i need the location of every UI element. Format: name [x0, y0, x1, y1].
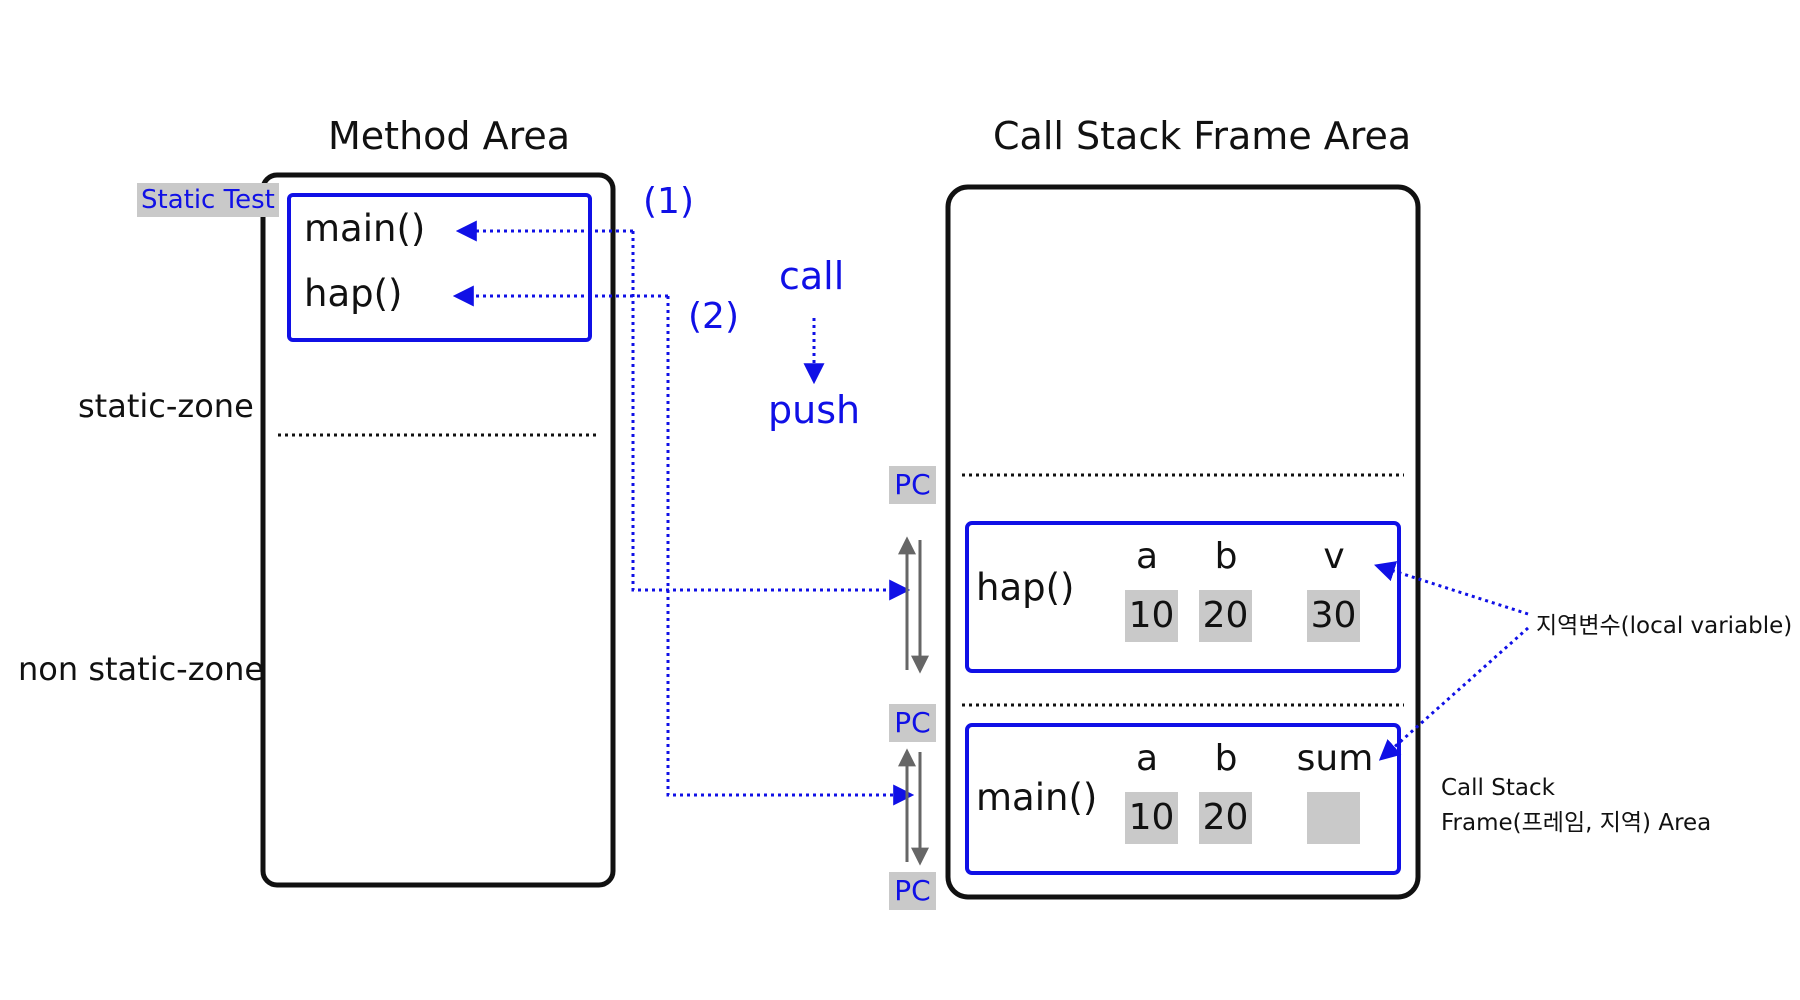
main-var-b-name: b — [1214, 738, 1238, 779]
method-area-box — [260, 172, 616, 888]
local-variable-note: 지역변수(local variable) — [1536, 613, 1793, 639]
hap-frame-box — [965, 521, 1401, 673]
pc-tag-bottom: PC — [889, 872, 936, 910]
hap-var-b-name: b — [1214, 536, 1238, 577]
local-var-arrow-hap — [1373, 561, 1529, 616]
hap-var-v-name: v — [1323, 536, 1345, 577]
non-static-zone-label: non static-zone — [18, 650, 265, 688]
main-var-sum-name: sum — [1296, 738, 1374, 779]
call-stack-box — [945, 184, 1421, 900]
hap-var-v-value: 30 — [1307, 590, 1360, 642]
main-var-a-name: a — [1135, 738, 1159, 779]
area-note-line2: Frame(프레임, 지역) Area — [1441, 810, 1712, 836]
hap-var-a-value: 10 — [1125, 590, 1178, 642]
hap-frame-method: hap() — [976, 566, 1075, 609]
local-var-arrow-main — [1378, 626, 1529, 761]
call-label: call — [779, 254, 845, 298]
pc-tag-middle: PC — [889, 704, 936, 742]
call-step-2: (2) — [688, 296, 739, 337]
hap-var-a-name: a — [1135, 536, 1159, 577]
main-frame-box — [965, 723, 1401, 875]
call-path-1 — [631, 231, 911, 601]
method-hap: hap() — [304, 272, 403, 315]
main-frame-method: main() — [976, 776, 1098, 819]
area-note-line1: Call Stack — [1441, 775, 1555, 801]
call-stack-title: Call Stack Frame Area — [993, 114, 1412, 158]
method-area-title: Method Area — [328, 114, 571, 158]
main-var-sum-value — [1307, 792, 1360, 844]
class-tag: Static Test — [137, 183, 279, 217]
class-box — [287, 193, 592, 342]
method-main: main() — [304, 207, 426, 250]
pc-tag-top: PC — [889, 466, 936, 504]
call-step-1: (1) — [643, 181, 694, 222]
hap-var-b-value: 20 — [1199, 590, 1252, 642]
push-label: push — [768, 388, 861, 432]
static-zone-label: static-zone — [78, 387, 254, 425]
main-var-a-value: 10 — [1125, 792, 1178, 844]
main-var-b-value: 20 — [1199, 792, 1252, 844]
call-path-2 — [666, 296, 915, 806]
